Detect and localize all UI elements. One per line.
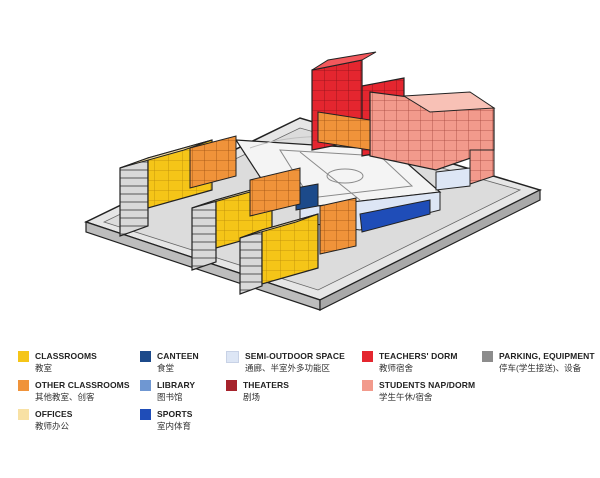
legend-label-zh: 其他教室、创客	[35, 392, 95, 402]
legend-label-en: OTHER CLASSROOMS	[35, 380, 130, 390]
legend-item-teachers-dorm: TEACHERS' DORM 教师宿舍	[362, 350, 458, 374]
legend-item-students-nap-dorm: STUDENTS NAP/DORM 学生午休/宿舍	[362, 379, 475, 403]
legend-swatch	[226, 380, 237, 391]
legend-label-en: STUDENTS NAP/DORM	[379, 380, 476, 390]
legend-label-zh: 教室	[35, 363, 53, 373]
legend-swatch	[226, 351, 239, 363]
legend-item-theaters: THEATERS 剧场	[226, 379, 289, 403]
legend-item-classrooms: CLASSROOMS 教室	[18, 350, 97, 374]
legend-label-en: CLASSROOMS	[35, 351, 97, 361]
legend-swatch	[18, 409, 29, 420]
legend-label-en: TEACHERS' DORM	[379, 351, 458, 361]
legend-label-zh: 室内体育	[157, 421, 192, 431]
legend-swatch	[140, 351, 151, 362]
legend-item-library: LIBRARY 图书馆	[140, 379, 195, 403]
legend-label-zh: 食堂	[157, 363, 175, 373]
classroom-block-left	[119, 135, 237, 237]
legend-label-zh: 图书馆	[157, 392, 183, 402]
legend-label-en: PARKING, EQUIPMENT	[499, 351, 595, 361]
legend-item-other-classrooms: OTHER CLASSROOMS 其他教室、创客	[18, 379, 130, 403]
legend-swatch	[362, 380, 373, 391]
legend-label-zh: 教师宿舍	[379, 363, 414, 373]
legend-label-zh: 学生午休/宿舍	[379, 392, 433, 402]
legend-swatch	[18, 351, 29, 362]
legend-label-en: THEATERS	[243, 380, 289, 390]
legend-label-zh: 通廊、半室外多功能区	[245, 363, 331, 373]
legend-swatch	[140, 380, 151, 391]
legend-swatch	[140, 409, 151, 420]
legend-item-sports: SPORTS 室内体育	[140, 408, 193, 432]
legend-swatch	[18, 380, 29, 391]
legend-item-semi-outdoor-space: SEMI-OUTDOOR SPACE 通廊、半室外多功能区	[226, 350, 345, 374]
legend-swatch	[482, 351, 493, 362]
legend-label-en: CANTEEN	[157, 351, 199, 361]
legend-label-en: SEMI-OUTDOOR SPACE	[245, 351, 345, 361]
legend-label-zh: 教师办公	[35, 421, 70, 431]
legend-label-zh: 停车(学生接送)、设备	[499, 363, 582, 373]
legend-item-offices: OFFICES 教师办公	[18, 408, 73, 432]
dorm-cluster	[311, 51, 496, 185]
legend-item-parking-equipment: PARKING, EQUIPMENT 停车(学生接送)、设备	[482, 350, 595, 374]
legend-item-canteen: CANTEEN 食堂	[140, 350, 199, 374]
legend-label-en: SPORTS	[157, 409, 193, 419]
legend-label-en: OFFICES	[35, 409, 73, 419]
legend-label-en: LIBRARY	[157, 380, 196, 390]
legend-swatch	[362, 351, 373, 362]
legend-label-zh: 剧场	[243, 392, 261, 402]
classroom-block-front	[239, 197, 357, 295]
